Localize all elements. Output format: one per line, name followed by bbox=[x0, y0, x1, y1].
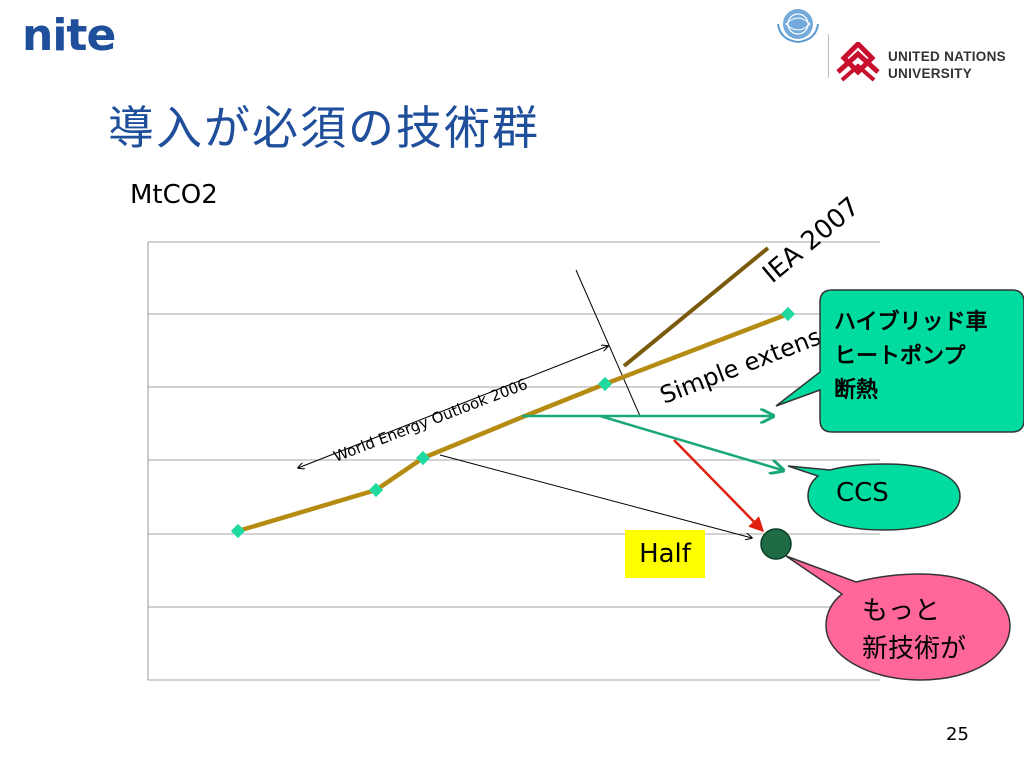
nite-logo: nite bbox=[22, 10, 116, 61]
reduction-arrow-ccs bbox=[599, 414, 782, 470]
weo-label: World Energy Outlook 2006 bbox=[331, 375, 530, 466]
unu-name-line-1: UNITED NATIONS bbox=[888, 49, 1006, 64]
unu-name-line-2: UNIVERSITY bbox=[888, 66, 973, 81]
marker-3 bbox=[415, 450, 431, 466]
ccs-callout bbox=[787, 463, 961, 531]
page-number: 25 bbox=[946, 724, 969, 745]
slide-title: 導入が必須の技術群 bbox=[108, 101, 540, 155]
half-projection-arrow bbox=[439, 454, 752, 538]
new-tech-text: もっと 新技術が bbox=[862, 592, 966, 668]
chart-grid bbox=[148, 241, 880, 681]
new-tech-line-2: 新技術が bbox=[862, 634, 967, 664]
marker-5 bbox=[780, 306, 796, 322]
tech-item-hybrid: ハイブリッド車 bbox=[834, 310, 988, 335]
unu-name: UNITED NATIONS UNIVERSITY bbox=[888, 48, 1006, 82]
y-axis-label: MtCO2 bbox=[130, 180, 218, 210]
half-label: Half bbox=[625, 530, 705, 578]
tech-callout-shape bbox=[775, 289, 1024, 433]
new-tech-callout-shape bbox=[785, 555, 1011, 681]
marker-1 bbox=[230, 523, 246, 539]
weo-2006-line bbox=[237, 311, 789, 534]
tech-item-heatpump: ヒートポンプ bbox=[834, 344, 966, 369]
ccs-text: CCS bbox=[836, 478, 889, 508]
divider-line bbox=[575, 269, 641, 417]
unu-divider bbox=[828, 34, 829, 78]
tech-list: ハイブリッド車 ヒートポンプ 断熱 bbox=[834, 306, 988, 408]
unu-emblem-icon bbox=[836, 42, 880, 82]
tech-item-insulation: 断熱 bbox=[834, 378, 879, 403]
tech-callout bbox=[775, 289, 1024, 433]
iea-label: IEA 2007 bbox=[757, 192, 865, 290]
half-target-dot bbox=[760, 528, 792, 560]
new-tech-callout bbox=[785, 555, 1011, 681]
un-emblem-icon bbox=[777, 9, 819, 44]
reduction-arrow-new-tech bbox=[673, 439, 765, 533]
marker-4 bbox=[597, 376, 613, 392]
weo-range-arrow bbox=[298, 346, 608, 468]
new-tech-line-1: もっと bbox=[862, 596, 941, 626]
weo-markers bbox=[230, 306, 796, 539]
iea-2007-line bbox=[622, 246, 770, 368]
ccs-callout-shape bbox=[787, 463, 961, 531]
marker-2 bbox=[368, 482, 384, 498]
